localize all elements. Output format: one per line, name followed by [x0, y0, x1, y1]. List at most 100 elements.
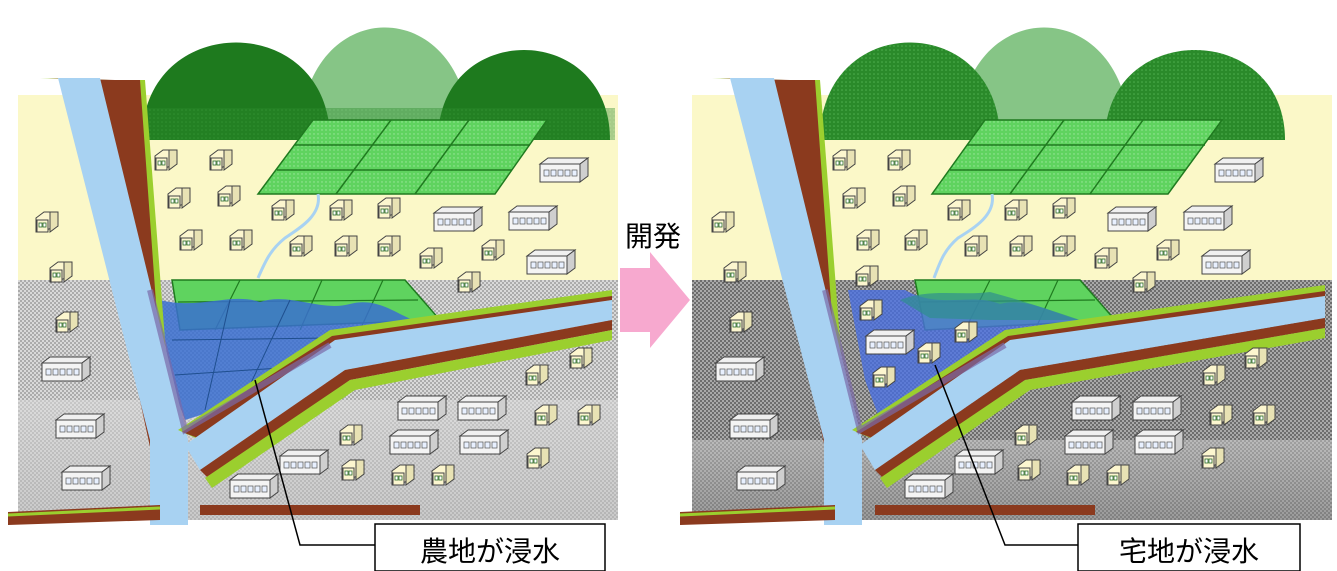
house-icon	[892, 185, 916, 207]
house-icon	[917, 342, 941, 364]
house-icon	[217, 185, 241, 207]
before-caption-box: 農地が浸水	[374, 523, 606, 571]
house-icon	[55, 311, 79, 333]
house-icon	[1052, 235, 1076, 257]
apartment-icon	[1183, 205, 1233, 231]
house-icon	[729, 311, 753, 333]
hill-right	[1105, 50, 1285, 140]
house-icon	[534, 404, 558, 426]
house-icon	[431, 464, 455, 486]
house-icon	[377, 235, 401, 257]
house-icon	[271, 199, 295, 221]
house-icon	[391, 464, 415, 486]
house-icon	[339, 424, 363, 446]
apartment-icon	[61, 465, 111, 491]
apartment-icon	[55, 413, 105, 439]
apartment-icon	[1064, 429, 1114, 455]
house-icon	[154, 149, 178, 171]
house-icon	[341, 459, 365, 481]
house-icon	[1201, 447, 1225, 469]
apartment-icon	[397, 395, 447, 421]
after-caption-box: 宅地が浸水	[1077, 523, 1301, 571]
main-river	[712, 78, 862, 525]
house-icon	[289, 235, 313, 257]
house-icon	[1132, 271, 1156, 293]
hill-left	[820, 42, 1000, 140]
development-arrow: 開発	[620, 220, 690, 348]
house-icon	[1156, 239, 1180, 261]
after-leader-line	[934, 364, 1078, 546]
apartment-icon	[279, 449, 329, 475]
stream	[256, 193, 320, 279]
apartment-icon	[433, 206, 483, 232]
upper-paddy-field	[256, 119, 549, 195]
apartment-icon	[229, 473, 279, 499]
house-icon	[1004, 199, 1028, 221]
house-icon	[832, 149, 856, 171]
house-icon	[49, 261, 73, 283]
house-icon	[842, 187, 866, 209]
apartment-icon	[1071, 395, 1121, 421]
house-icon	[334, 235, 358, 257]
house-icon	[904, 229, 928, 251]
house-icon	[1017, 459, 1041, 481]
house-icon	[711, 211, 735, 233]
apartment-icon	[865, 329, 915, 355]
house-icon	[1209, 404, 1233, 426]
house-icon	[457, 271, 481, 293]
house-icon	[872, 366, 896, 388]
apartment-icon	[539, 157, 589, 183]
house-icon	[1066, 464, 1090, 486]
arrow-label: 開発	[625, 220, 681, 253]
house-icon	[1244, 347, 1268, 369]
house-icon	[481, 239, 505, 261]
main-river	[40, 78, 188, 525]
house-icon	[1094, 247, 1118, 269]
apartment-icon	[954, 449, 1004, 475]
after-panel: 宅地が浸水	[679, 27, 1332, 571]
apartment-icon	[41, 356, 91, 382]
house-icon	[526, 447, 550, 469]
house-icon	[1009, 235, 1033, 257]
house-icon	[179, 229, 203, 251]
upper-paddy-field	[930, 119, 1224, 195]
apartment-icon	[389, 429, 439, 455]
apartment-icon	[1214, 157, 1264, 183]
apartment-icon	[715, 356, 765, 382]
hill-center	[958, 27, 1130, 140]
house-icon	[167, 187, 191, 209]
apartment-icon	[459, 429, 509, 455]
house-icon	[859, 299, 883, 321]
tributary-river	[178, 290, 612, 488]
before-leader-line	[254, 379, 375, 546]
apartment-icon	[729, 413, 779, 439]
house-icon	[35, 211, 59, 233]
right-arrow-icon	[620, 252, 690, 348]
house-icon	[1052, 197, 1076, 219]
apartment-icon	[1134, 429, 1184, 455]
house-icon	[954, 321, 978, 343]
house-icon	[569, 347, 593, 369]
house-icon	[209, 149, 233, 171]
house-icon	[723, 261, 747, 283]
stream	[932, 193, 994, 279]
apartment-icon	[1107, 206, 1157, 232]
house-icon	[1106, 464, 1130, 486]
apartment-icon	[526, 249, 576, 275]
house-icon	[577, 404, 601, 426]
apartment-icon	[904, 473, 954, 499]
apartment-icon	[1132, 395, 1182, 421]
after-caption: 宅地が浸水	[1119, 535, 1259, 568]
apartment-icon	[508, 205, 558, 231]
house-icon	[229, 229, 253, 251]
house-icon	[1014, 424, 1038, 446]
apartment-icon	[457, 395, 507, 421]
house-icon	[855, 265, 879, 287]
house-icon	[947, 199, 971, 221]
house-icon	[964, 235, 988, 257]
apartment-icon	[736, 465, 786, 491]
house-icon	[329, 199, 353, 221]
before-caption: 農地が浸水	[420, 535, 560, 568]
tributary-river	[852, 285, 1325, 488]
